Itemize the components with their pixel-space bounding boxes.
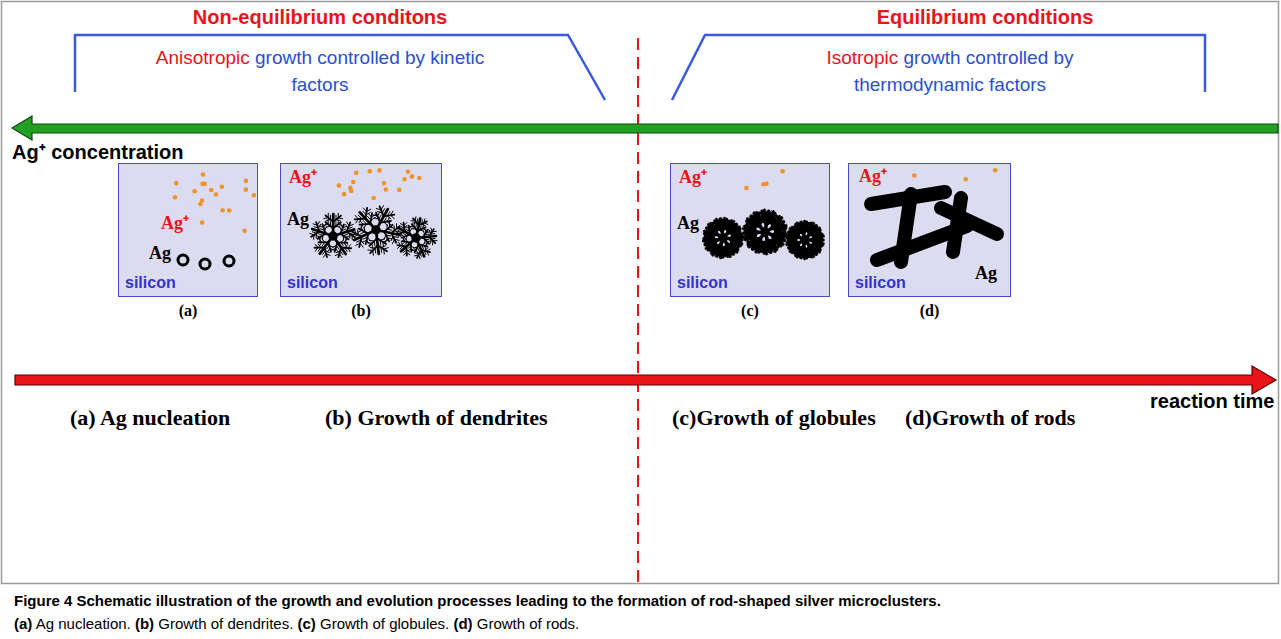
- axis-label: Ag⁺ concentration: [12, 138, 183, 165]
- ion-label: Ag⁺: [857, 167, 889, 187]
- substrate-label: silicon: [285, 274, 340, 292]
- silver-dendrite: [743, 209, 788, 254]
- figure-frame: [2, 2, 1279, 584]
- bracket-text: Anisotropic growth controlled by kinetic…: [150, 44, 490, 98]
- divider-line: [637, 38, 639, 583]
- silver-nuclei: [178, 255, 234, 269]
- silver-dendrite: [702, 218, 743, 259]
- silver-label: Ag: [285, 210, 311, 230]
- silicon-panel: Ag⁺Agsilicon(b): [280, 163, 442, 297]
- ion-label: Ag⁺: [159, 214, 191, 234]
- silver-label: Ag: [973, 264, 999, 284]
- silver-ions: [337, 168, 422, 200]
- figure-caption: Figure 4 Schematic illustration of the g…: [14, 589, 1269, 635]
- silver-label: Ag: [147, 244, 173, 264]
- bracket: [672, 35, 1205, 100]
- axis-label: reaction time: [1150, 390, 1274, 413]
- panel-letter: (c): [671, 302, 829, 320]
- silver-dendrite: [786, 220, 824, 259]
- silver-dendrite: [396, 217, 437, 259]
- ion-label: Ag⁺: [287, 168, 319, 188]
- silicon-panel: Ag⁺Agsilicon(d): [848, 163, 1011, 297]
- silver-ions: [912, 168, 998, 181]
- ion-label: Ag⁺: [677, 168, 709, 188]
- panel-letter: (a): [119, 302, 257, 320]
- growth-note: growth controlled by kinetic factors: [255, 47, 484, 95]
- condition-heading: Non-equilibrium conditons: [120, 6, 520, 29]
- silver-rods: [871, 192, 997, 262]
- step-label: (d)Growth of rods: [905, 405, 1075, 431]
- bracket: [75, 35, 605, 100]
- panel-letter: (b): [281, 302, 441, 320]
- condition-heading: Equilibrium conditions: [785, 6, 1185, 29]
- silver-ions: [744, 169, 785, 191]
- silver-dendrite: [351, 206, 401, 256]
- time-arrow: [15, 366, 1276, 394]
- substrate-label: silicon: [123, 274, 178, 292]
- silver-dendrite: [310, 213, 356, 257]
- silver-label: Ag: [675, 214, 701, 234]
- substrate-label: silicon: [675, 274, 730, 292]
- step-label: (b) Growth of dendrites: [325, 405, 548, 431]
- bracket-text: Isotropic growth controlled by thermodyn…: [780, 44, 1120, 98]
- growth-note: Anisotropic: [156, 47, 255, 68]
- panel-letter: (d): [849, 302, 1010, 320]
- silicon-panel: Ag⁺Agsilicon(a): [118, 163, 258, 297]
- substrate-label: silicon: [853, 274, 908, 292]
- growth-note: Isotropic: [826, 47, 903, 68]
- step-label: (a) Ag nucleation: [70, 405, 230, 431]
- silicon-panel: Ag⁺Agsilicon(c): [670, 163, 830, 297]
- step-label: (c)Growth of globules: [672, 405, 876, 431]
- concentration-arrow: [12, 116, 1278, 140]
